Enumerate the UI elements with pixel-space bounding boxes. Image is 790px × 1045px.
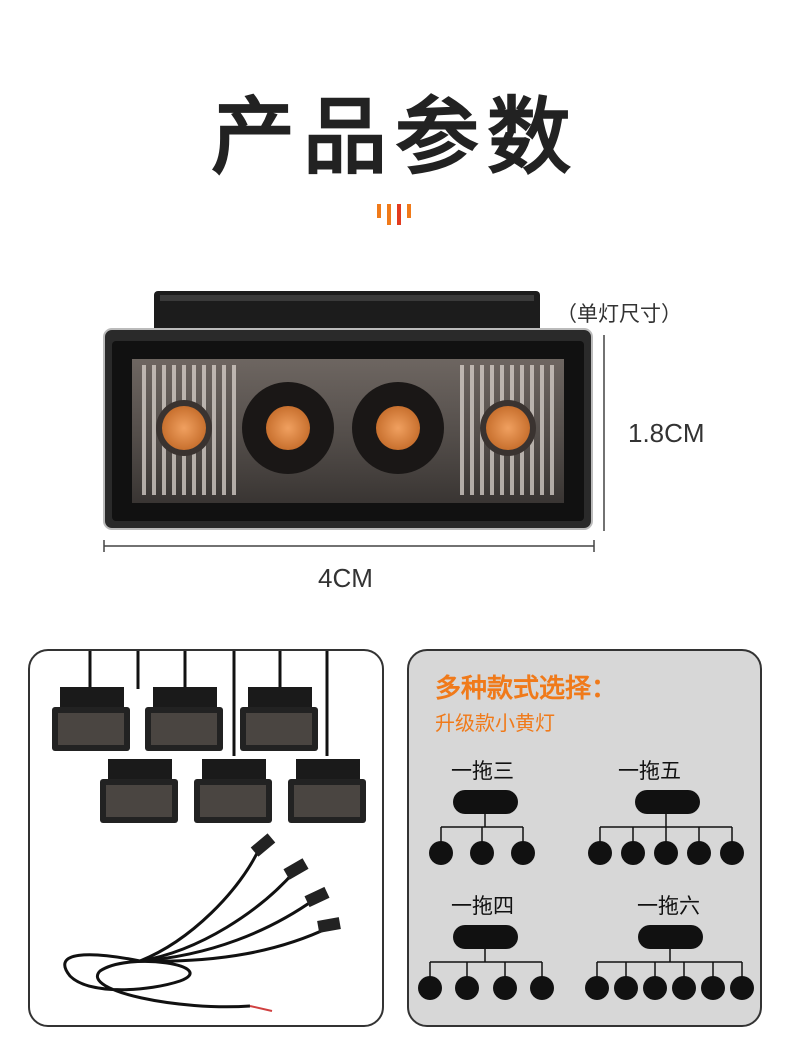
config-diagram-1to3 (429, 790, 535, 865)
style-options-panel (407, 649, 762, 1027)
page-title: 产品参数 (210, 88, 579, 186)
product-light-image (103, 291, 593, 530)
config-label-1to5: 一拖五 (618, 759, 681, 783)
accent-marks (377, 204, 411, 225)
height-dimension-line (603, 335, 605, 531)
style-options-subtitle: 升级款小黄灯 (435, 711, 555, 735)
style-options-title: 多种款式选择： (435, 674, 618, 704)
config-label-1to6: 一拖六 (637, 894, 700, 918)
config-diagram-1to4 (418, 925, 554, 1000)
light-set-image (52, 651, 366, 1012)
config-diagram-1to6 (585, 925, 754, 1000)
single-light-size-label: （单灯尺寸） (556, 302, 682, 326)
config-label-1to3: 一拖三 (451, 759, 514, 783)
config-label-1to4: 一拖四 (451, 894, 514, 918)
product-set-panel (28, 649, 384, 1027)
config-diagram-1to5 (588, 790, 744, 865)
width-dimension-label: 4CM (318, 563, 373, 593)
height-dimension-label: 1.8CM (628, 418, 705, 448)
width-dimension-line (103, 540, 595, 552)
